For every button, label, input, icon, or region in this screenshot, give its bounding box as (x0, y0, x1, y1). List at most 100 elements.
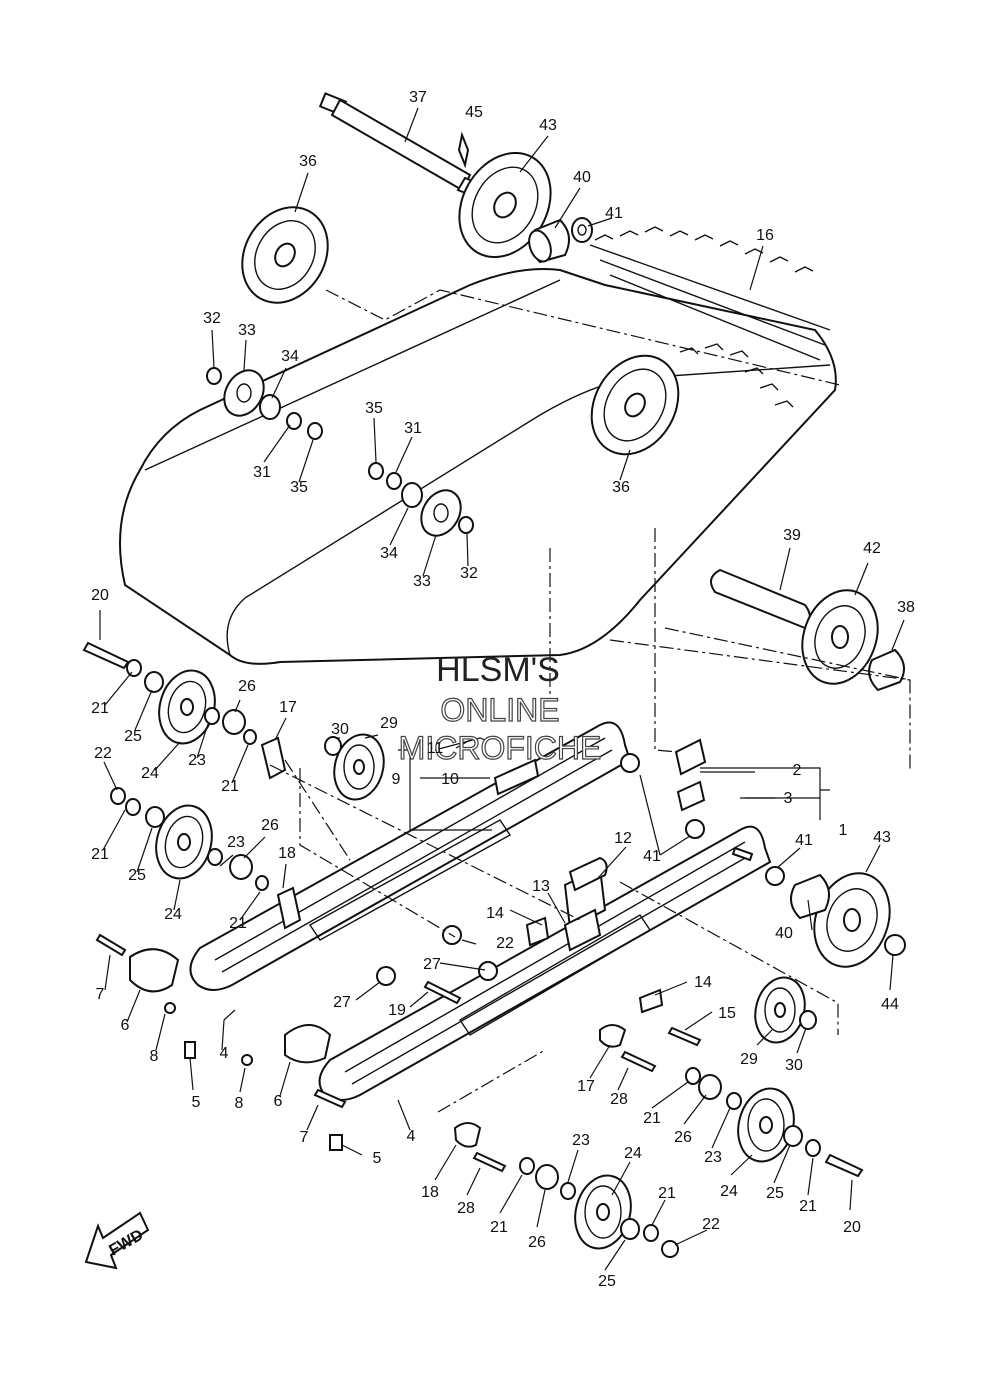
label-part-17: 17 (279, 699, 297, 716)
watermark-line2: ONLINE (440, 692, 559, 728)
label-part-7: 7 (96, 986, 105, 1003)
label-part-13: 13 (532, 878, 550, 895)
label-part-22: 22 (496, 935, 514, 952)
stopper-14-a (525, 916, 550, 947)
label-part-37: 37 (409, 89, 427, 106)
wheel-set-upper-left (82, 641, 257, 745)
label-part-21: 21 (799, 1198, 817, 1215)
stopper-14-b (638, 988, 664, 1014)
label-part-35: 35 (365, 400, 383, 417)
label-part-24: 24 (720, 1183, 738, 1200)
collar-40-top (528, 218, 570, 264)
bearing-set-upper-left (206, 367, 323, 440)
washer-41-top (571, 217, 593, 243)
washer-41-lower (765, 866, 785, 886)
label-part-30: 30 (331, 721, 349, 738)
label-part-36: 36 (612, 479, 630, 496)
idler-wheel-36-right (590, 354, 680, 456)
phantom-lines (269, 289, 911, 1113)
label-part-34: 34 (281, 348, 299, 365)
label-part-45: 45 (465, 104, 483, 121)
label-part-33: 33 (413, 573, 431, 590)
label-part-8: 8 (150, 1048, 159, 1065)
label-part-23: 23 (704, 1149, 722, 1166)
label-part-26: 26 (674, 1129, 692, 1146)
watermark: HLSM'S ONLINE MICROFICHE (398, 651, 602, 767)
bracket-13 (563, 908, 602, 952)
bracket-11-10 (493, 758, 540, 796)
label-part-40: 40 (573, 169, 591, 186)
label-part-26: 26 (528, 1234, 546, 1251)
label-part-21: 21 (643, 1110, 661, 1127)
washers-41-middle (620, 753, 705, 839)
label-part-29: 29 (380, 715, 398, 732)
label-part-24: 24 (164, 906, 182, 923)
label-part-43: 43 (873, 829, 891, 846)
label-part-20: 20 (91, 587, 109, 604)
label-part-21: 21 (658, 1185, 676, 1202)
bracket-assembly-2-1 (674, 738, 707, 812)
idler-wheel-36-left (241, 206, 329, 304)
label-part-39: 39 (783, 527, 801, 544)
label-part-27: 27 (423, 956, 441, 973)
label-part-27: 27 (333, 994, 351, 1011)
label-part-5: 5 (192, 1094, 201, 1111)
label-part-20: 20 (843, 1219, 861, 1236)
label-part-1: 1 (839, 822, 848, 839)
label-part-17: 17 (577, 1078, 595, 1095)
label-part-4: 4 (407, 1128, 416, 1145)
label-part-8: 8 (235, 1095, 244, 1112)
leader-lines (99, 107, 905, 1271)
label-part-26: 26 (261, 817, 279, 834)
label-part-30: 30 (785, 1057, 803, 1074)
label-part-32: 32 (203, 310, 221, 327)
collar-38 (868, 648, 905, 692)
wheel-43-lower (813, 872, 891, 968)
label-part-22: 22 (94, 745, 112, 762)
label-part-23: 23 (188, 752, 206, 769)
label-part-26: 26 (238, 678, 256, 695)
label-part-18: 18 (278, 845, 296, 862)
label-part-31: 31 (253, 464, 271, 481)
label-part-12: 12 (614, 830, 632, 847)
label-part-21: 21 (91, 700, 109, 717)
label-part-6: 6 (121, 1017, 130, 1034)
label-part-19: 19 (388, 1002, 406, 1019)
label-part-25: 25 (128, 867, 146, 884)
nut-44 (884, 934, 906, 956)
label-part-22: 22 (702, 1216, 720, 1233)
label-part-41: 41 (605, 205, 623, 222)
label-part-31: 31 (404, 420, 422, 437)
label-part-4: 4 (220, 1045, 229, 1062)
label-part-16: 16 (756, 227, 774, 244)
wheel-set-lower-right (685, 1067, 864, 1178)
wheel-set-middle-left (110, 787, 269, 891)
label-part-34: 34 (380, 545, 398, 562)
slide-rail-left (189, 721, 632, 991)
cotter-pin-45 (457, 131, 470, 169)
label-part-29: 29 (740, 1051, 758, 1068)
label-part-28: 28 (610, 1091, 628, 1108)
idler-wheel-43-top (458, 151, 552, 259)
bearing-set-upper-center (368, 462, 474, 537)
label-part-7: 7 (300, 1129, 309, 1146)
label-part-15: 15 (718, 1005, 736, 1022)
collar-40-lower (790, 873, 830, 920)
label-part-25: 25 (124, 728, 142, 745)
label-part-25: 25 (766, 1185, 784, 1202)
label-part-3: 3 (784, 790, 793, 807)
label-part-21: 21 (490, 1219, 508, 1236)
label-part-36: 36 (299, 153, 317, 170)
label-part-35: 35 (290, 479, 308, 496)
bracket-17-left (260, 736, 287, 780)
label-part-40: 40 (775, 925, 793, 942)
guards-6 (129, 948, 332, 1064)
fwd-direction-badge: FWD (84, 1211, 150, 1270)
label-part-18: 18 (421, 1184, 439, 1201)
label-part-25: 25 (598, 1273, 616, 1290)
slide-rail-right (318, 825, 772, 1101)
label-part-44: 44 (881, 996, 899, 1013)
bracket-18-right (453, 1122, 482, 1148)
bracket-17-right (599, 1024, 627, 1048)
